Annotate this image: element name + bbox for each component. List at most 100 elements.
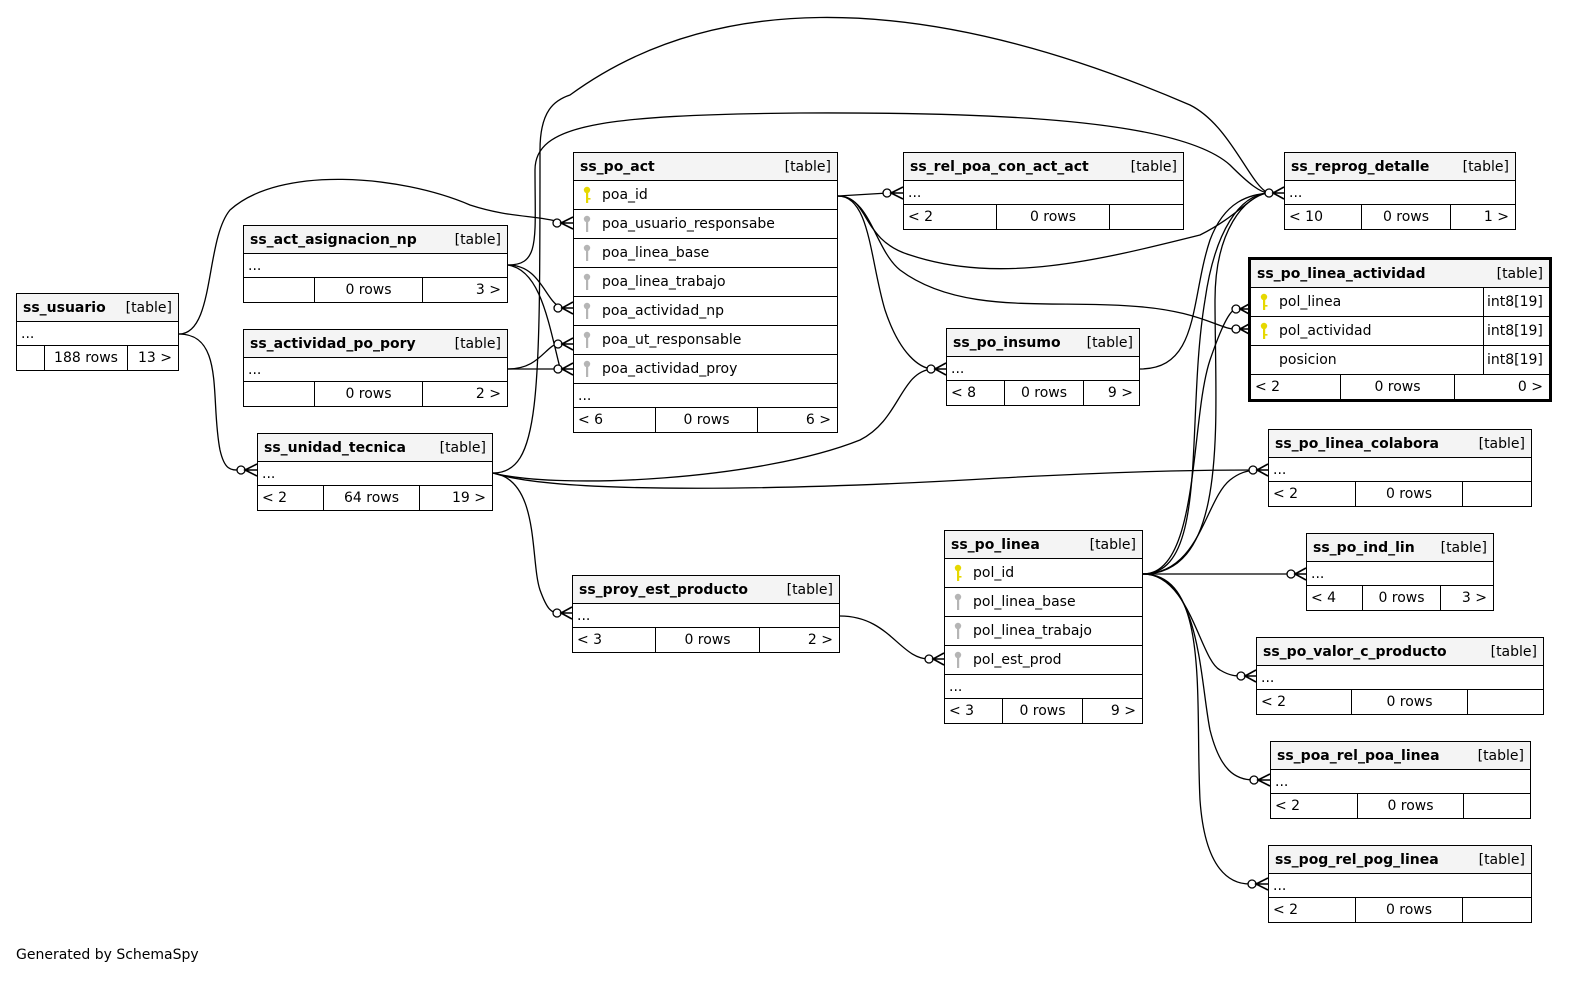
table-type: [table] <box>784 158 831 175</box>
row-count: 0 rows <box>315 382 423 406</box>
parents-link[interactable]: < 2 <box>1269 898 1356 922</box>
parents-link[interactable] <box>244 278 315 302</box>
children-link[interactable] <box>1468 690 1543 714</box>
primary-key-icon <box>1257 321 1271 341</box>
children-link[interactable]: 3 > <box>1461 590 1487 606</box>
crows-foot-poa-rel <box>1249 773 1271 787</box>
column-row[interactable]: poa_usuario_responsabe <box>574 210 837 239</box>
column-name: posicion <box>1279 352 1337 368</box>
parents-link[interactable]: < 2 <box>904 205 997 229</box>
columns-ellipsis: ... <box>1269 874 1531 898</box>
column-row[interactable]: pol_linea_trabajo <box>945 617 1142 646</box>
table-ss-po-linea[interactable]: ss_po_linea[table] pol_id pol_linea_base… <box>944 530 1143 724</box>
parents-link[interactable]: < 2 <box>1271 794 1358 818</box>
edge-pory-po-act-ut <box>507 342 561 370</box>
columns-ellipsis: ... <box>1271 770 1530 794</box>
children-link[interactable] <box>1110 205 1183 229</box>
edge-po-linea-pog-rel <box>1142 573 1253 885</box>
parents-link[interactable]: < 10 <box>1285 205 1362 229</box>
parents-link[interactable]: < 8 <box>947 381 1005 405</box>
children-link[interactable]: 19 > <box>452 490 486 506</box>
parents-link[interactable]: < 3 <box>573 628 656 652</box>
column-row[interactable]: poa_linea_base <box>574 239 837 268</box>
columns-ellipsis: ... <box>947 357 1139 381</box>
table-name: ss_po_valor_c_producto <box>1263 643 1447 660</box>
table-name: ss_usuario <box>23 299 106 316</box>
table-type: [table] <box>1490 643 1537 660</box>
parents-link[interactable]: < 2 <box>1257 690 1352 714</box>
crows-foot-po-linea-est <box>924 652 945 666</box>
children-link[interactable]: 6 > <box>805 412 831 428</box>
table-type: [table] <box>1478 851 1525 868</box>
columns-ellipsis: ... <box>1269 458 1531 482</box>
columns-ellipsis: ... <box>945 675 1142 699</box>
children-link[interactable] <box>1464 794 1530 818</box>
children-link[interactable]: 2 > <box>807 632 833 648</box>
column-row[interactable]: poa_actividad_np <box>574 297 837 326</box>
table-name: ss_poa_rel_poa_linea <box>1277 747 1440 764</box>
table-type: [table] <box>1089 536 1136 553</box>
parents-link[interactable]: < 3 <box>945 699 1003 723</box>
crows-foot-reprog <box>1264 186 1285 200</box>
row-count: 0 rows <box>656 408 758 432</box>
children-link[interactable]: 2 > <box>475 386 501 402</box>
crows-foot-po-act-np <box>553 301 574 315</box>
column-name: pol_id <box>973 565 1015 581</box>
children-link[interactable] <box>1463 898 1531 922</box>
parents-link[interactable]: < 6 <box>574 408 656 432</box>
children-link[interactable]: 0 > <box>1517 379 1543 395</box>
row-count: 0 rows <box>1356 482 1463 506</box>
children-link[interactable]: 9 > <box>1107 385 1133 401</box>
children-link[interactable]: 9 > <box>1110 703 1136 719</box>
table-ss-po-act[interactable]: ss_po_act[table] poa_id poa_usuario_resp… <box>573 152 838 433</box>
crows-foot-proy-est <box>552 606 573 620</box>
column-name: pol_linea_trabajo <box>973 623 1092 639</box>
column-row[interactable]: pol_linea_base <box>945 588 1142 617</box>
column-row[interactable]: poa_id <box>574 181 837 210</box>
column-row[interactable]: pol_id <box>945 559 1142 588</box>
crows-foot-po-act-usuario <box>552 216 574 230</box>
column-row[interactable]: poa_actividad_proy <box>574 355 837 384</box>
parents-link[interactable] <box>17 346 45 370</box>
parents-link[interactable] <box>244 382 315 406</box>
foreign-key-icon <box>580 243 594 263</box>
parents-link[interactable]: < 2 <box>1251 375 1341 399</box>
column-name: poa_actividad_np <box>602 303 724 319</box>
column-row[interactable]: pol_est_prod <box>945 646 1142 675</box>
foreign-key-icon <box>580 301 594 321</box>
parents-link[interactable]: < 4 <box>1307 586 1363 610</box>
column-name: pol_linea_base <box>973 594 1076 610</box>
column-row[interactable]: poa_linea_trabajo <box>574 268 837 297</box>
row-count: 0 rows <box>1356 898 1463 922</box>
parents-link[interactable]: < 2 <box>1269 482 1356 506</box>
column-row[interactable]: poa_ut_responsable <box>574 326 837 355</box>
parents-link[interactable]: < 2 <box>258 486 324 510</box>
children-link[interactable]: 13 > <box>138 350 172 366</box>
table-name: ss_po_linea_colabora <box>1275 435 1439 452</box>
children-link[interactable]: 1 > <box>1483 209 1509 225</box>
edge-usuario-unidad-tecnica <box>178 333 243 471</box>
edge-po-linea-valor <box>1142 573 1243 677</box>
table-type: [table] <box>1462 158 1509 175</box>
children-link[interactable] <box>1463 482 1531 506</box>
table-name: ss_po_linea_actividad <box>1257 265 1426 282</box>
children-link[interactable]: 3 > <box>475 282 501 298</box>
column-datatype: int8[19] <box>1483 317 1549 345</box>
